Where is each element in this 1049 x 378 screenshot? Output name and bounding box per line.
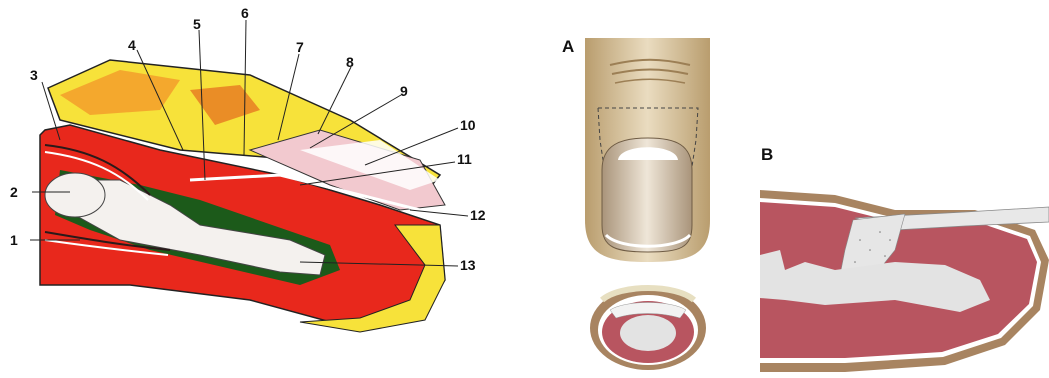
callout-12: 12 [470, 208, 486, 222]
callout-13: 13 [460, 258, 476, 272]
callout-3: 3 [30, 68, 38, 82]
callout-7: 7 [296, 40, 304, 54]
callout-1: 1 [10, 233, 18, 247]
nail-section-drawing [0, 0, 520, 378]
callout-11: 11 [457, 152, 472, 166]
callout-8: 8 [346, 55, 354, 69]
callout-9: 9 [400, 84, 408, 98]
finger-drawing [540, 0, 740, 378]
longitudinal-section-drawing [745, 0, 1049, 378]
callout-10: 10 [460, 118, 476, 132]
nail-anatomy-colored-diagram: 1 2 3 4 5 6 7 8 9 10 11 12 13 [0, 0, 520, 378]
panel-b: B [745, 0, 1049, 378]
callout-5: 5 [193, 17, 201, 31]
callout-2: 2 [10, 185, 18, 199]
callout-6: 6 [241, 6, 249, 20]
callout-4: 4 [128, 38, 136, 52]
panel-a: A [540, 0, 740, 378]
